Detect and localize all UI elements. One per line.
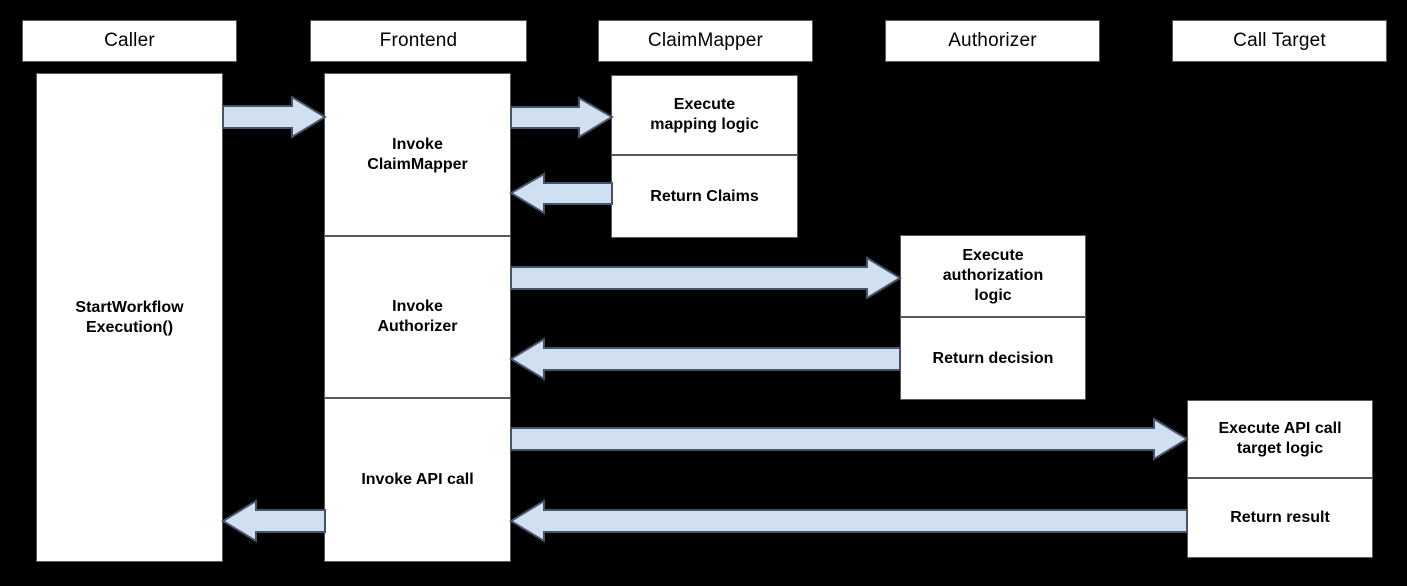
participant-label: Authorizer (948, 30, 1037, 51)
message-arrow-caller-to-frontend (222, 95, 327, 139)
message-arrow-frontend-to-calltarget (510, 417, 1189, 461)
message-arrow-frontend-to-authorizer (510, 256, 902, 300)
activation-calltarget-return-result: Return result (1187, 478, 1373, 558)
participant-label: Call Target (1233, 30, 1326, 51)
activation-label: Invoke API call (361, 471, 474, 488)
message-arrow-claimmapper-to-frontend (509, 172, 613, 215)
participant-header-caller: Caller (22, 20, 237, 62)
message-arrow-frontend-to-caller (221, 499, 326, 543)
activation-label: Return result (1230, 509, 1330, 526)
participant-header-authorizer: Authorizer (885, 20, 1100, 62)
activation-frontend-invoke-api-call: Invoke API call (324, 398, 511, 562)
participant-label: Frontend (379, 30, 458, 51)
activation-authorizer-return-decision: Return decision (900, 317, 1086, 400)
message-arrow-frontend-to-claimmapper (510, 96, 614, 139)
message-arrow-authorizer-to-frontend (509, 337, 901, 381)
participant-header-calltarget: Call Target (1172, 20, 1387, 62)
participant-label: Caller (104, 30, 155, 51)
message-arrow-calltarget-to-frontend (509, 499, 1188, 543)
activation-label: Return decision (932, 349, 1054, 367)
activation-claimmapper-return-claims: Return Claims (611, 155, 798, 238)
activation-label: Return Claims (650, 187, 759, 205)
participant-header-frontend: Frontend (310, 20, 527, 62)
participant-label: ClaimMapper (647, 30, 764, 51)
participant-header-claimmapper: ClaimMapper (598, 20, 813, 62)
